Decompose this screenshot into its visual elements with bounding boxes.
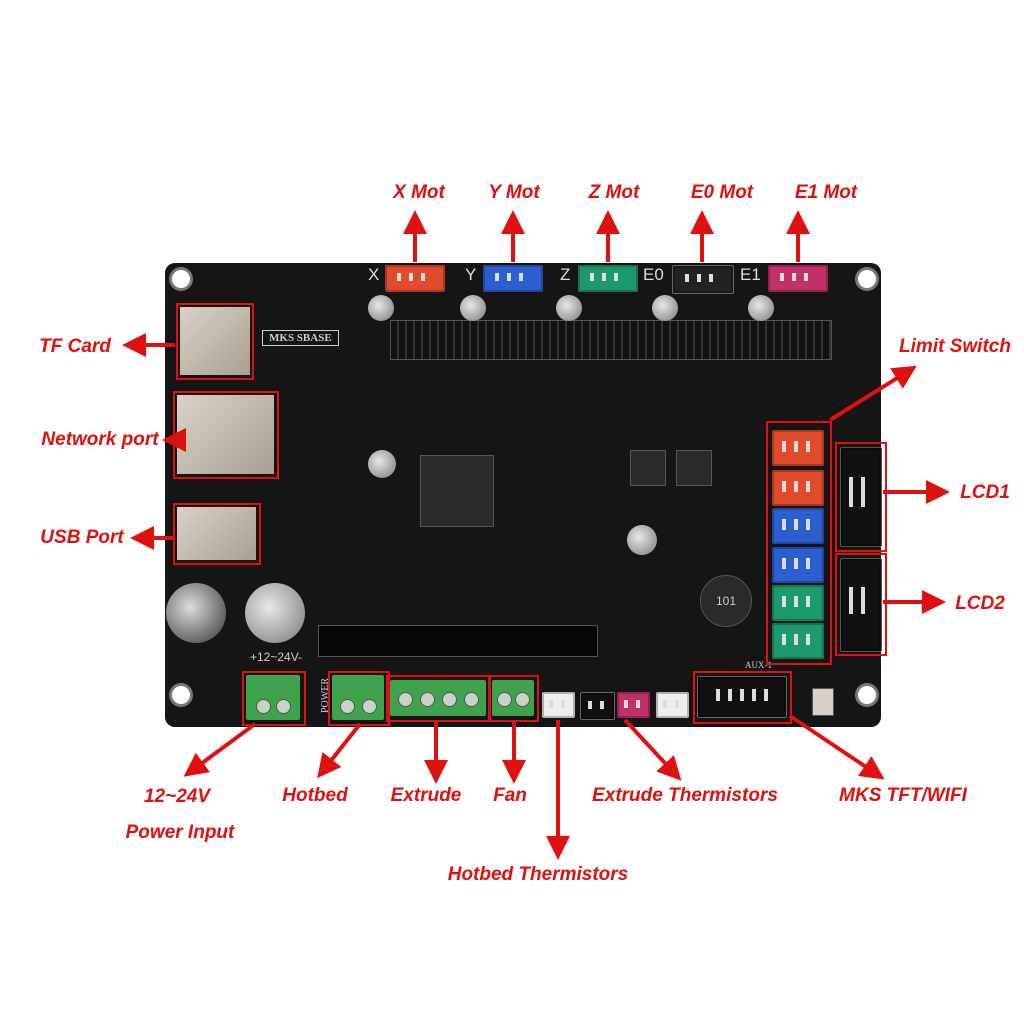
label-lcd2: LCD2 [955,593,1005,614]
network-port [177,395,274,474]
limit-switch-connector [772,470,824,506]
x-motor-connector [385,265,445,292]
silk-power: +12~24V- [250,650,303,664]
arrow-limit-switch [828,365,917,422]
power-terminal [246,675,300,720]
reset-button [812,688,834,716]
label-hotbed: Hotbed [282,785,348,806]
label-z-mot: Z Mot [588,182,640,203]
power-capacitor [245,583,305,643]
hotbed-terminal [332,675,384,720]
label-limit-switch: Limit Switch [899,336,1011,357]
silk-aux: AUX-1 [745,660,772,670]
silk-z: Z [560,265,571,284]
silk-x: X [368,265,380,284]
limit-switch-connector [772,585,824,621]
capacitor [556,295,582,321]
e0-motor-connector [672,265,734,294]
label-lcd1: LCD1 [960,482,1010,503]
mcu-chip [420,455,494,527]
extrude-thermistor-connector [580,692,615,720]
capacitor [652,295,678,321]
silk-y: Y [465,265,477,284]
capacitor [627,525,657,555]
limit-switch-connector [772,547,824,583]
mount-hole [169,683,193,707]
mount-hole [855,267,879,291]
capacitor [368,450,396,478]
driver-row [390,320,832,360]
silk-e1: E1 [740,265,761,284]
mks-tft-highlight [693,671,792,724]
label-power-voltage: 12~24V [143,786,211,807]
label-mks-tft-wifi: MKS TFT/WIFI [839,785,967,806]
capacitor [368,295,394,321]
board-name: MKS SBASE [262,330,339,346]
lcd1-header [840,447,882,547]
e1-motor-connector [768,265,828,292]
label-e1-mot: E1 Mot [794,182,858,203]
limit-switch-connector [772,623,824,659]
arrow-mks-tft [788,714,885,780]
mount-hole [855,683,879,707]
lcd1-highlight [835,442,887,552]
hotbed-thermistor-connector [542,692,575,718]
arrow-extrude-therm [623,718,682,781]
fan-terminal [492,680,534,716]
label-fan: Fan [493,785,527,806]
limit-switch-connector [772,508,824,544]
power-capacitor [166,583,226,643]
label-y-mot: Y Mot [488,182,540,203]
label-hotbed-thermistors: Hotbed Thermistors [447,864,629,885]
capacitor [460,295,486,321]
label-power-input: Power Input [125,822,235,843]
extrude-thermistor-connector [656,692,689,718]
capacitor [748,295,774,321]
extrude-terminal [390,680,486,716]
mosfet-heatsink [318,625,598,657]
y-motor-connector [483,265,543,292]
label-extrude: Extrude [390,785,462,806]
label-extrude-thermistors: Extrude Thermistors [592,785,778,806]
label-x-mot: X Mot [393,182,445,203]
extrude-highlight [386,675,491,722]
label-network-port: Network port [41,429,159,450]
aux1-header [697,676,787,718]
arrow-hotbed [317,722,362,779]
lcd2-header [840,558,882,652]
chip [676,450,712,486]
arrow-power [183,722,257,777]
label-usb-port: USB Port [40,527,124,548]
limit-switch-connector [772,430,824,466]
silk-e0: E0 [643,265,664,284]
z-motor-connector [578,265,638,292]
power-highlight [242,671,306,726]
extrude-thermistor-connector [617,692,650,718]
tf-card-highlight [176,303,254,380]
chip [630,450,666,486]
label-e0-mot: E0 Mot [690,182,754,203]
usb-port [177,507,256,560]
inductor: 101 [700,575,752,627]
limit-switch-highlight [766,421,832,665]
tf-card-slot [180,307,250,375]
mount-hole [169,267,193,291]
label-tf-card: TF Card [39,336,111,357]
lcd2-highlight [835,553,887,656]
usb-port-highlight [173,503,261,565]
